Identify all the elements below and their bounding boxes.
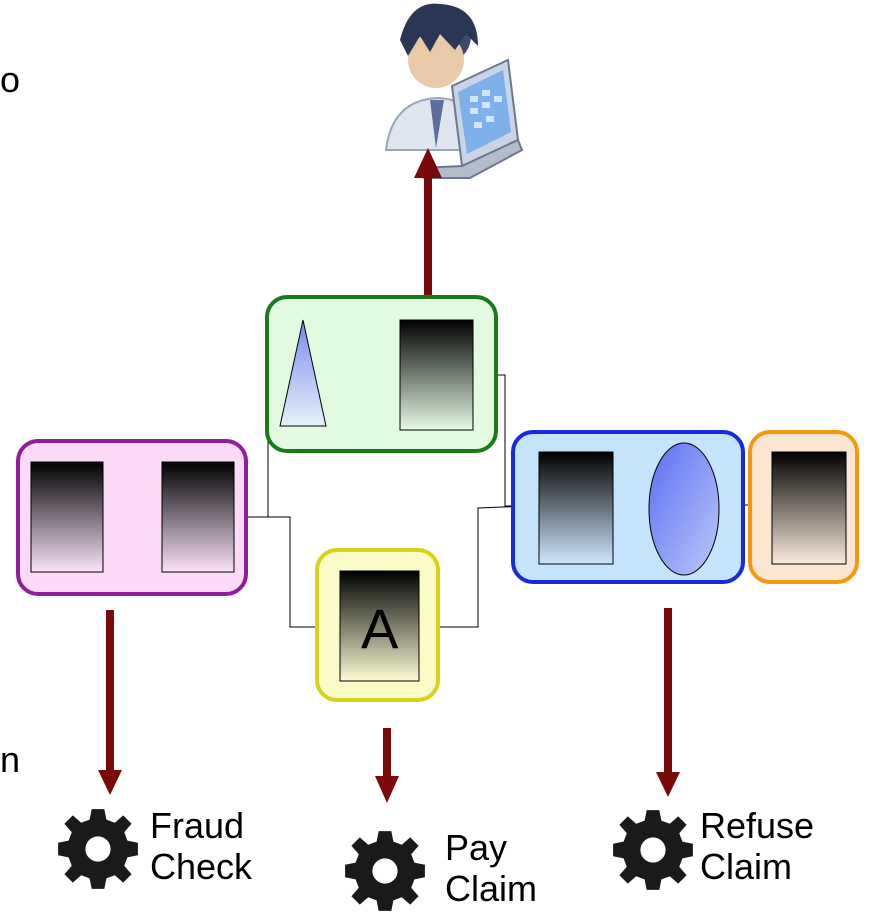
- activity-a-label: A: [361, 597, 399, 660]
- service-label-refuse-line2: Claim: [700, 846, 792, 887]
- service-label-fraud-line2: Check: [150, 846, 253, 887]
- task-box-a[interactable]: [339, 570, 420, 682]
- gear-icon: [613, 810, 693, 890]
- service-arrows: [98, 608, 680, 803]
- user-with-laptop-icon: [384, 3, 524, 179]
- task-box[interactable]: [161, 461, 235, 573]
- task-box[interactable]: [399, 319, 474, 431]
- event-oval[interactable]: [648, 442, 720, 576]
- edge-text-top: o: [0, 59, 20, 100]
- service-label-pay-line2: Claim: [445, 868, 537, 909]
- service-label-refuse-line1: Refuse: [700, 805, 814, 846]
- gear-icon: [58, 809, 138, 889]
- gear-icon: [345, 831, 425, 911]
- blue-activity-group[interactable]: [511, 430, 745, 584]
- service-label-fraud-line1: Fraud: [150, 805, 244, 846]
- task-box[interactable]: [771, 451, 847, 565]
- decision-triangle[interactable]: [279, 319, 327, 427]
- orange-activity-group[interactable]: [748, 430, 859, 584]
- task-box[interactable]: [538, 451, 614, 565]
- green-activity-group[interactable]: [265, 295, 498, 453]
- service-label-pay-line1: Pay: [445, 827, 507, 868]
- arrow-to-user: [414, 148, 442, 178]
- task-box[interactable]: [30, 461, 104, 573]
- yellow-activity-group[interactable]: A: [315, 548, 440, 702]
- pink-activity-group[interactable]: [16, 439, 248, 596]
- edge-text-bottom: n: [0, 739, 20, 780]
